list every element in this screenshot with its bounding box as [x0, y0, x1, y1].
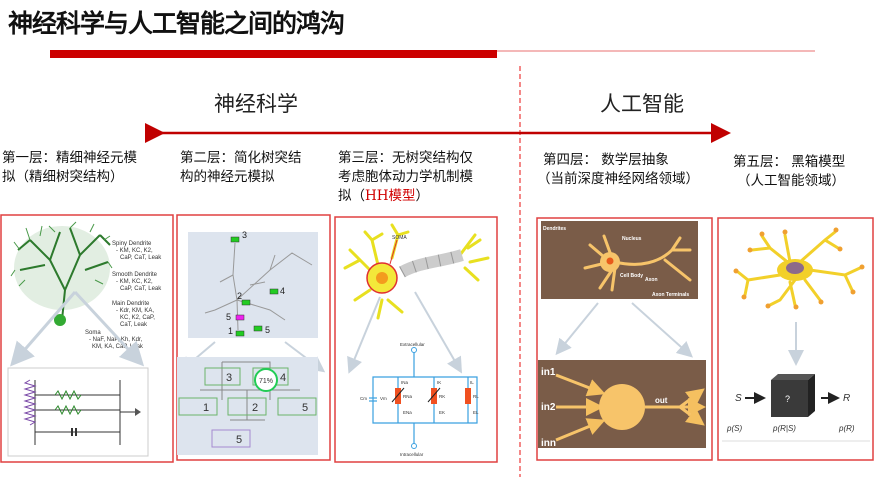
layer-3-label: 第三层：无树突结构仅 考虑胞体动力学机制模 拟（HH模型） [338, 149, 473, 206]
output-r-label: R [843, 393, 850, 404]
svg-text:5: 5 [265, 325, 270, 335]
main-dendrite-label: Main Dendrite [112, 301, 150, 307]
artificial-neuron-image: in1 in2 inn out [538, 360, 706, 449]
svg-text:5: 5 [302, 402, 308, 414]
panel-1-labels: Spiny Dendrite - KM, KC, K2, CaP, CaT, L… [85, 241, 162, 350]
compartment-markers: 3 4 2 5 1 5 [226, 230, 285, 337]
smooth-dendrite-label: Smooth Dendrite [112, 272, 158, 278]
svg-text:ENa: ENa [403, 410, 412, 415]
layer-5-line2: （人工智能领域） [737, 173, 845, 189]
svg-text:- NaF, NaP, Kh, Kdr,: - NaF, NaP, Kh, Kdr, [89, 337, 143, 343]
svg-text:5: 5 [236, 434, 242, 446]
layer-5-label: 第五层： 黑箱模型 （人工智能领域） [733, 153, 845, 191]
layer-4-line1: 第四层： 数学层抽象 [543, 152, 669, 168]
p-r-given-s-label: p(R|S) [772, 424, 796, 433]
section-ai: 人工智能 [600, 92, 684, 116]
layer-3-suffix: ） [415, 188, 430, 204]
svg-text:CaT, Leak: CaT, Leak [120, 322, 148, 328]
layer-2-label: 第二层：简化树突结 构的神经元模拟 [180, 149, 302, 187]
spiny-dendrite-label: Spiny Dendrite [112, 241, 152, 247]
title-underline-bar [50, 50, 497, 58]
svg-text:1: 1 [203, 402, 209, 414]
dendrites-label: Dendrites [543, 226, 566, 232]
soma-label: Soma [85, 330, 101, 336]
black-box-question: ? [785, 394, 790, 404]
svg-text:IL: IL [470, 380, 474, 385]
layer-3-line3: 拟（HH模型） [338, 187, 473, 206]
biological-neuron-image: Dendrites Nucleus Cell Body Axon Axon Te… [541, 221, 698, 299]
input-n-label: inn [541, 438, 556, 449]
layer-5-line1: 第五层： 黑箱模型 [733, 154, 846, 170]
input-2-label: in2 [541, 402, 556, 413]
percent-indicator: 71% [259, 378, 273, 385]
svg-text:2: 2 [237, 291, 242, 301]
layer-1-line2: 拟（精细树突结构） [2, 169, 124, 185]
svg-text:RNa: RNa [403, 394, 412, 399]
input-1-label: in1 [541, 367, 556, 378]
slide-title: 神经科学与人工智能之间的鸿沟 [8, 9, 345, 38]
axon-terminals-label: Axon Terminals [652, 292, 689, 298]
purkinje-neuron-image [10, 221, 113, 326]
svg-text:5: 5 [226, 312, 231, 322]
input-s-label: S [735, 393, 742, 404]
nucleus-label: Nucleus [622, 236, 642, 242]
panel-1 [0, 214, 174, 463]
svg-text:CaP, CaT, Leak: CaP, CaT, Leak [120, 255, 162, 261]
svg-text:- KM, KC, K2,: - KM, KC, K2, [116, 248, 153, 254]
svg-text:IK: IK [437, 380, 441, 385]
axon-label: Axon [645, 277, 658, 283]
layer-3-line1: 第三层：无树突结构仅 [338, 150, 473, 166]
panel-3 [334, 216, 498, 463]
panel-4 [536, 217, 713, 461]
svg-text:KC, K2, CaP,: KC, K2, CaP, [120, 315, 155, 321]
neuron-illustration [733, 227, 865, 310]
p-s-label: p(S) [726, 424, 742, 433]
layer-3-prefix: 拟（ [338, 188, 365, 204]
compartment-boxes: 3 4 1 2 5 5 71% [178, 367, 317, 448]
soma-label: SOMA [392, 235, 407, 241]
extracellular-label: Extracellular [400, 342, 425, 347]
svg-text:RK: RK [439, 394, 445, 399]
panel-2 [176, 214, 331, 461]
section-neuroscience: 神经科学 [214, 92, 298, 116]
svg-text:2: 2 [252, 402, 258, 414]
hh-model-highlight: HH模型 [365, 188, 416, 204]
layer-2-line1: 第二层：简化树突结 [180, 150, 302, 166]
svg-text:Vm: Vm [380, 396, 387, 401]
svg-text:4: 4 [280, 286, 285, 296]
layer-3-line2: 考虑胞体动力学机制模 [338, 169, 473, 185]
p-r-label: p(R) [838, 424, 855, 433]
cell-body-label: Cell Body [620, 273, 643, 279]
svg-text:EL: EL [473, 410, 479, 415]
output-label: out [655, 396, 668, 405]
layer-1-label: 第一层：精细神经元模 拟（精细树突结构） [2, 149, 137, 187]
svg-text:KM, KA, CaP, Leak: KM, KA, CaP, Leak [92, 344, 144, 350]
svg-text:CaP, CaT, Leak: CaP, CaT, Leak [120, 286, 162, 292]
layer-4-line2: （当前深度神经网络领域） [537, 171, 699, 187]
svg-text:INa: INa [401, 380, 409, 385]
svg-text:4: 4 [280, 372, 286, 384]
panel-1-circuit [7, 367, 149, 457]
layer-1-line1: 第一层：精细神经元模 [2, 150, 137, 166]
hh-neuron-image: SOMA [343, 223, 490, 320]
svg-text:EK: EK [439, 410, 445, 415]
intracellular-label: Intracellular [400, 452, 424, 457]
svg-text:3: 3 [226, 372, 232, 384]
layer-2-line2: 构的神经元模拟 [180, 169, 275, 185]
svg-text:1: 1 [228, 326, 233, 336]
panel-5 [717, 217, 874, 461]
svg-text:- Kdr, KM, KA,: - Kdr, KM, KA, [116, 308, 154, 314]
black-box-model: ? S R p(S) p(R|S) p(R) [722, 374, 870, 442]
svg-text:- KM, KC, K2,: - KM, KC, K2, [116, 279, 153, 285]
svg-text:3: 3 [242, 230, 247, 240]
layer-4-label: 第四层： 数学层抽象 （当前深度神经网络领域） [537, 151, 699, 189]
hh-circuit: Extracellular Intracellular Cm Vm INa RN… [360, 342, 479, 457]
svg-text:Cm: Cm [360, 396, 367, 401]
svg-text:RL: RL [473, 394, 479, 399]
